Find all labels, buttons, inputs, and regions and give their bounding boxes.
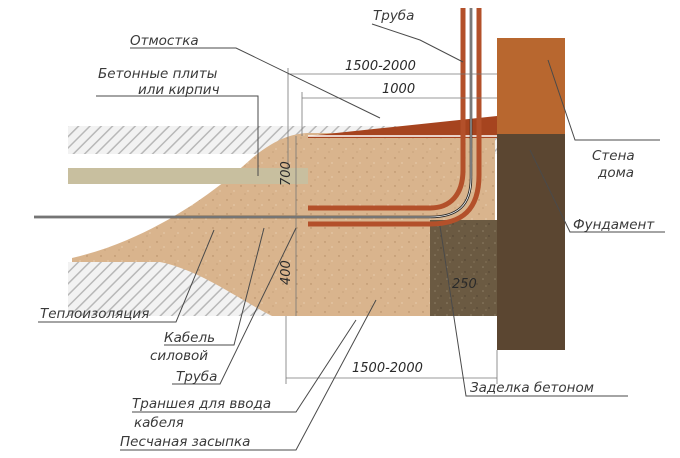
label-blind-area: Отмостка <box>130 33 199 49</box>
dim-700: 700 <box>279 161 294 186</box>
blind-area <box>308 116 497 138</box>
dim-bottom-width: 1500-2000 <box>352 361 423 376</box>
label-cable-2: силовой <box>150 348 208 364</box>
dim-400: 400 <box>279 260 294 285</box>
label-wall-2: дома <box>597 165 634 181</box>
dim-blind-area: 1000 <box>382 82 415 97</box>
label-concrete-seal: Заделка бетоном <box>470 380 594 396</box>
concrete-seal <box>430 220 498 316</box>
label-pipe-bottom: Труба <box>176 369 217 385</box>
dim-250: 250 <box>452 277 477 292</box>
label-sand-fill: Песчаная засыпка <box>120 434 250 450</box>
pipe <box>308 8 466 211</box>
label-insulation: Теплоизоляция <box>40 306 149 322</box>
label-foundation: Фундамент <box>573 217 655 233</box>
label-slabs-2: или кирпич <box>138 82 220 98</box>
pipe-inner <box>308 8 482 227</box>
label-wall-1: Стена <box>592 148 635 164</box>
dim-top-width: 1500-2000 <box>345 59 416 74</box>
label-pipe-top: Труба <box>373 8 414 24</box>
concrete-slabs <box>68 168 308 184</box>
label-slabs-1: Бетонные плиты <box>98 66 218 82</box>
sand-fill <box>72 133 495 316</box>
foundation <box>497 132 565 350</box>
label-trench-2: кабеля <box>134 415 184 431</box>
house-wall <box>497 38 565 134</box>
label-trench-1: Траншея для ввода <box>132 396 271 412</box>
label-cable-1: Кабель <box>164 330 215 346</box>
